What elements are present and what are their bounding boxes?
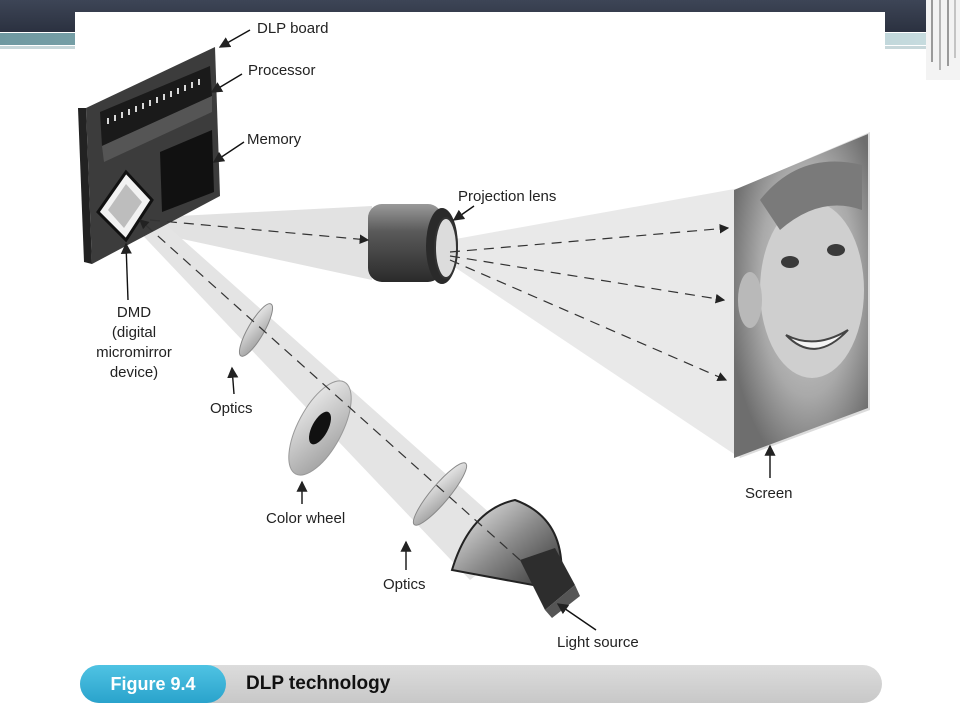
label-dmd: DMD (digital micromirror device) (86, 303, 182, 383)
label-dmd-line3: micromirror (96, 344, 172, 361)
light-path (139, 219, 730, 561)
label-projection-lens: Projection lens (458, 188, 557, 205)
label-color-wheel: Color wheel (266, 510, 346, 527)
projection-lens (368, 204, 458, 284)
figure-number-badge: Figure 9.4 (80, 665, 226, 703)
leader-arrows (120, 29, 776, 631)
label-memory: Memory (247, 131, 302, 148)
label-dmd-line2: (digital (111, 324, 157, 341)
label-dlp-board: DLP board (257, 20, 329, 37)
optics-upper-lens (238, 303, 274, 357)
label-optics-upper: Optics (210, 400, 253, 417)
label-light-source: Light source (557, 634, 639, 651)
corner-decoration (926, 0, 960, 80)
label-dmd-line1: DMD (116, 304, 152, 321)
label-optics-lower: Optics (383, 576, 426, 593)
color-wheel (288, 380, 352, 476)
label-dmd-line4: device) (109, 364, 159, 381)
label-screen: Screen (745, 485, 793, 502)
label-processor: Processor (248, 62, 316, 79)
screen-image (734, 134, 868, 458)
dlp-board (78, 47, 220, 264)
figure-caption-title: DLP technology (246, 673, 391, 694)
optics-lower-lens (412, 462, 468, 526)
light-source (450, 498, 580, 618)
beam-dmd-lens (140, 206, 372, 280)
